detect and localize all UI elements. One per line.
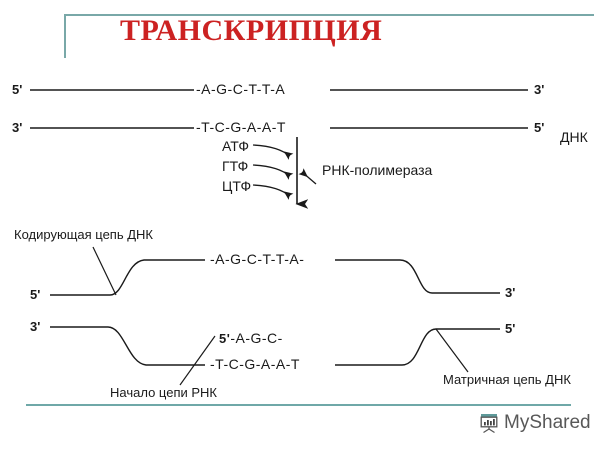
template-strand-path xyxy=(50,326,500,366)
substrate-atp-label: АТФ xyxy=(222,138,249,154)
coding-strand-three-prime: 3' xyxy=(505,285,516,300)
template-strand-annotation: Матричная цепь ДНК xyxy=(443,372,571,387)
page-title: ТРАНСКРИПЦИЯ xyxy=(120,14,383,47)
coding-strand-annotation: Кодирующая цепь ДНК xyxy=(14,227,153,242)
rna-polymerase-label: РНК-полимераза xyxy=(322,162,433,178)
template-strand-three-prime: 3' xyxy=(30,319,41,334)
dna-bottom-three-prime: 3' xyxy=(12,120,23,135)
template-strand-leader xyxy=(435,328,469,373)
rna-bases: -A-G-C- xyxy=(230,330,283,346)
myshared-logo-text: MyShared xyxy=(504,412,591,433)
substrate-gtp-label: ГТФ xyxy=(222,158,249,174)
substrate-ctp-label: ЦТФ xyxy=(222,178,252,194)
enzyme-pointer-arrow xyxy=(298,168,317,185)
myshared-logo[interactable]: MyShared xyxy=(478,412,591,434)
rna-start-leader xyxy=(179,335,216,386)
dna-bottom-five-prime: 5' xyxy=(534,120,545,135)
coding-strand-five-prime: 5' xyxy=(30,287,41,302)
flipchart-chart-icon xyxy=(480,414,498,434)
rna-five-prime: 5' xyxy=(219,331,231,346)
template-strand-sequence: -T-C-G-A-A-T xyxy=(210,356,300,372)
rna-chain-sequence: 5'-A-G-C- xyxy=(219,331,283,345)
title-rule-top xyxy=(64,14,594,16)
dna-top-three-prime: 3' xyxy=(534,82,545,97)
coding-strand-sequence: -A-G-C-T-T-A- xyxy=(210,251,305,267)
rna-start-annotation: Начало цепи РНК xyxy=(110,385,217,400)
dna-top-five-prime: 5' xyxy=(12,82,23,97)
title-rule-left xyxy=(64,14,66,58)
dna-bottom-sequence: -T-C-G-A-A-T xyxy=(196,119,286,135)
footer-rule xyxy=(26,404,571,406)
dna-top-sequence: -A-G-C-T-T-A xyxy=(196,81,286,97)
substrate-arrows xyxy=(252,144,294,200)
coding-strand-leader xyxy=(92,246,117,296)
dna-label: ДНК xyxy=(560,129,588,145)
coding-strand-path xyxy=(50,259,500,296)
template-strand-five-prime: 5' xyxy=(505,321,516,336)
